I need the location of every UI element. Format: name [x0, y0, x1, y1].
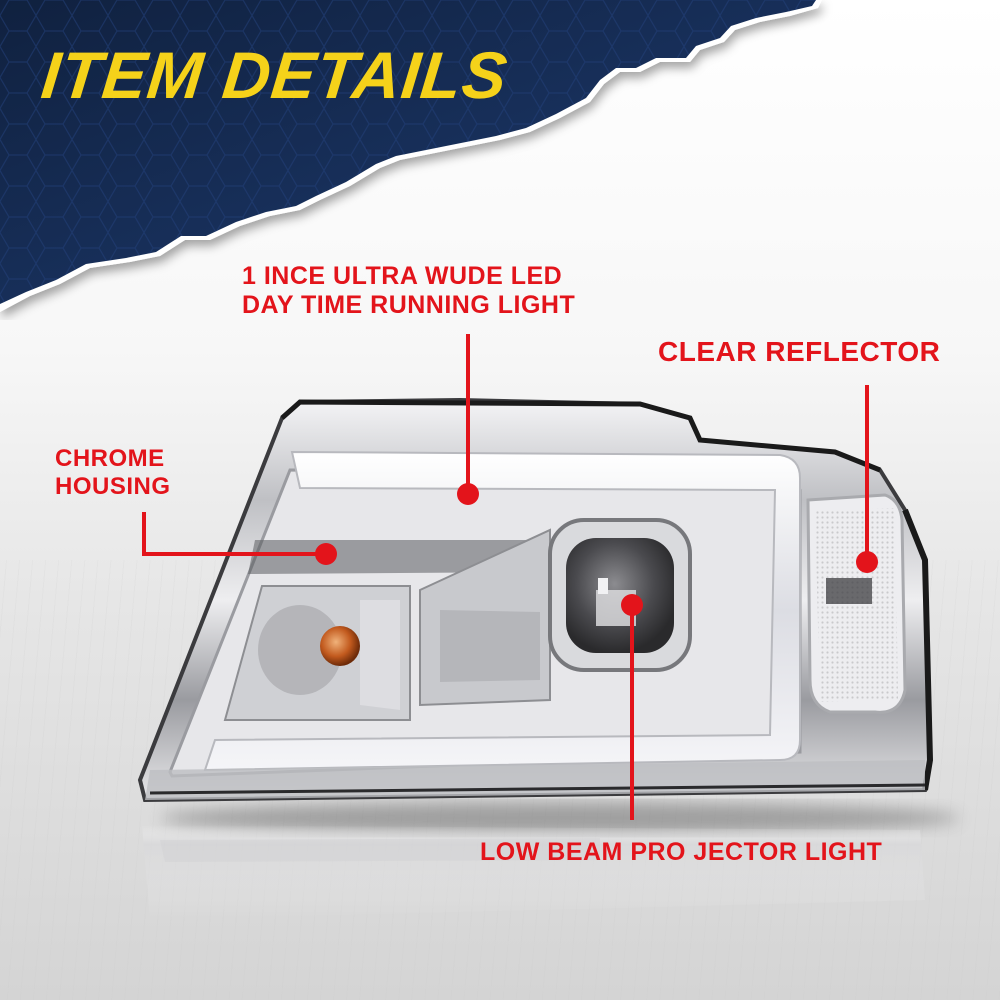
- callout-marker-drl: [457, 483, 479, 505]
- callout-reflector-line-1: CLEAR REFLECTOR: [658, 336, 941, 367]
- callout-projector: LOW BEAM PRO JECTOR LIGHT: [480, 838, 882, 867]
- callout-housing-line-1: CHROME: [55, 445, 165, 472]
- callout-drl-line-1: 1 INCE ULTRA WUDE LED: [242, 262, 563, 290]
- callout-projector-line-1: LOW BEAM PRO JECTOR LIGHT: [480, 838, 883, 866]
- callout-housing: CHROME HOUSING: [55, 445, 171, 500]
- callout-marker-projector: [621, 594, 643, 616]
- callout-drl: 1 INCE ULTRA WUDE LED DAY TIME RUNNING L…: [242, 262, 575, 320]
- header-banner: [0, 0, 822, 312]
- callout-reflector: CLEAR REFLECTOR: [658, 336, 940, 368]
- callout-marker-reflector: [856, 551, 878, 573]
- callout-housing-line-2: HOUSING: [55, 472, 171, 500]
- callout-drl-line-2: DAY TIME RUNNING LIGHT: [242, 290, 576, 319]
- callout-marker-housing: [315, 543, 337, 565]
